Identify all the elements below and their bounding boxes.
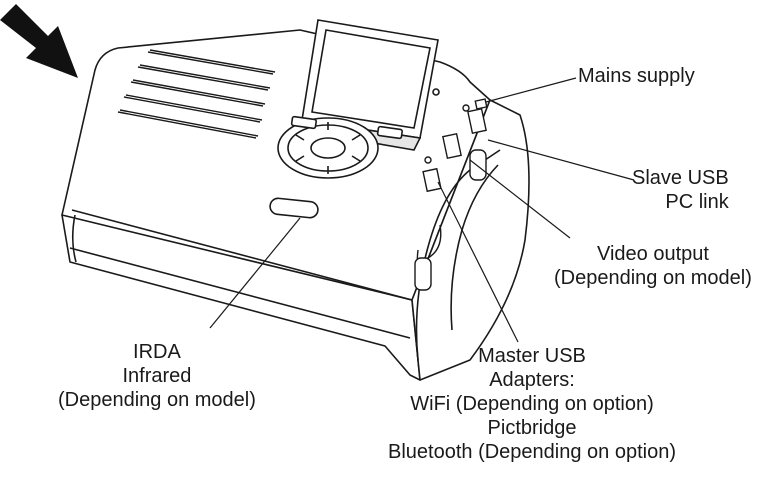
label-line: Pictbridge [487, 417, 577, 439]
label-line: WiFi (Depending on option) [410, 393, 654, 415]
label-line: (Depending on model) [58, 389, 256, 411]
label-line: Video output [596, 243, 709, 265]
leader-lines [209, 77, 635, 343]
vent-slots [117, 49, 276, 139]
lcd-screen [296, 19, 439, 151]
label-line: PC link [665, 191, 729, 213]
label-line: Bluetooth (Depending on option) [388, 441, 676, 463]
irda-window [269, 197, 319, 219]
label-line: Mains supply [578, 65, 695, 87]
label-mains-supply: Mains supply [578, 64, 695, 88]
label-line: IRDA [133, 341, 181, 363]
label-line: Infrared [122, 365, 192, 387]
label-slave-usb: Slave USB PC link [632, 166, 729, 214]
control-pad [277, 88, 440, 179]
port-area [414, 98, 488, 291]
label-video-output: Video output (Depending on model) [554, 242, 752, 290]
direction-arrow [0, 4, 78, 78]
label-line: Master USB [478, 345, 586, 367]
label-line: Adapters: [489, 369, 575, 391]
label-irda: IRDA Infrared (Depending on model) [58, 340, 256, 412]
label-master-usb: Master USB Adapters: WiFi (Depending on … [388, 344, 676, 464]
label-line: (Depending on model) [554, 267, 752, 289]
label-line: Slave USB [632, 167, 729, 189]
